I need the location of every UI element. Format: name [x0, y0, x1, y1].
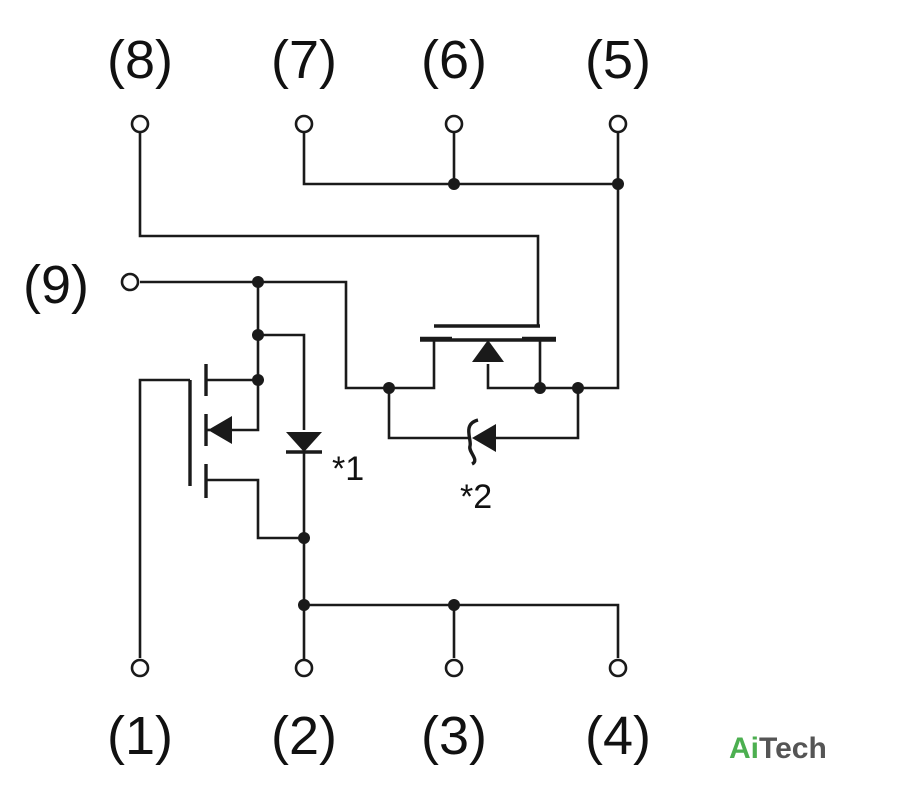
wire-diode1-top: [258, 333, 306, 430]
wire-pin8-gate: [138, 132, 540, 326]
junction-dot: [298, 532, 310, 544]
junction-dot: [448, 599, 460, 611]
pin-label-1: (1): [107, 706, 173, 766]
terminal-pin3: [444, 658, 464, 678]
wire-left-drain: [206, 282, 260, 382]
junction-dot: [252, 374, 264, 386]
terminal-pin5: [608, 114, 628, 134]
terminal-pin4: [608, 658, 628, 678]
right-mosfet-arrow-icon: [472, 340, 504, 362]
pin-label-6: (6): [421, 30, 487, 90]
junction-dot: [298, 599, 310, 611]
junction-dot: [448, 178, 460, 190]
pin-label-8: (8): [107, 30, 173, 90]
wire-diode2-loop: [387, 388, 470, 440]
terminal-pin6: [444, 114, 464, 134]
wire-right-body: [486, 364, 540, 390]
wire-pin1-gate: [138, 378, 190, 658]
pin-label-7: (7): [271, 30, 337, 90]
brand-logo: AiTech: [729, 732, 827, 765]
note-label-1: *1: [332, 450, 364, 488]
junction-dot: [252, 276, 264, 288]
wire-pin5-down: [578, 132, 620, 390]
diode2-icon: [472, 424, 496, 452]
wire-pin9: [140, 280, 436, 390]
brand-logo-tech: Tech: [759, 732, 827, 765]
wire-right-source: [538, 338, 578, 390]
terminal-pin2: [294, 658, 314, 678]
junction-dot: [572, 382, 584, 394]
terminal-pin1: [130, 658, 150, 678]
pin-label-9: (9): [23, 255, 89, 315]
terminal-pin8: [130, 114, 150, 134]
left-mosfet-arrow-icon: [208, 416, 232, 444]
terminal-pin9: [120, 272, 140, 292]
note-label-2: *2: [460, 478, 492, 516]
pin-label-3: (3): [421, 706, 487, 766]
junction-dot: [252, 329, 264, 341]
diode1-icon: [286, 432, 322, 452]
wire-pin7-bus: [302, 132, 618, 186]
pin-label-2: (2): [271, 706, 337, 766]
junction-dot: [612, 178, 624, 190]
brand-logo-ai: Ai: [729, 732, 759, 765]
pin-label-5: (5): [585, 30, 651, 90]
wire-left-source: [206, 478, 304, 540]
wire-bottom-bus: [304, 603, 620, 658]
terminal-pin7: [294, 114, 314, 134]
wire-diode2-right: [494, 388, 580, 440]
diode2-bar: [467, 418, 479, 466]
junction-dot: [534, 382, 546, 394]
pin-label-4: (4): [585, 706, 651, 766]
junction-dot: [383, 382, 395, 394]
wire-left-body: [232, 380, 260, 432]
